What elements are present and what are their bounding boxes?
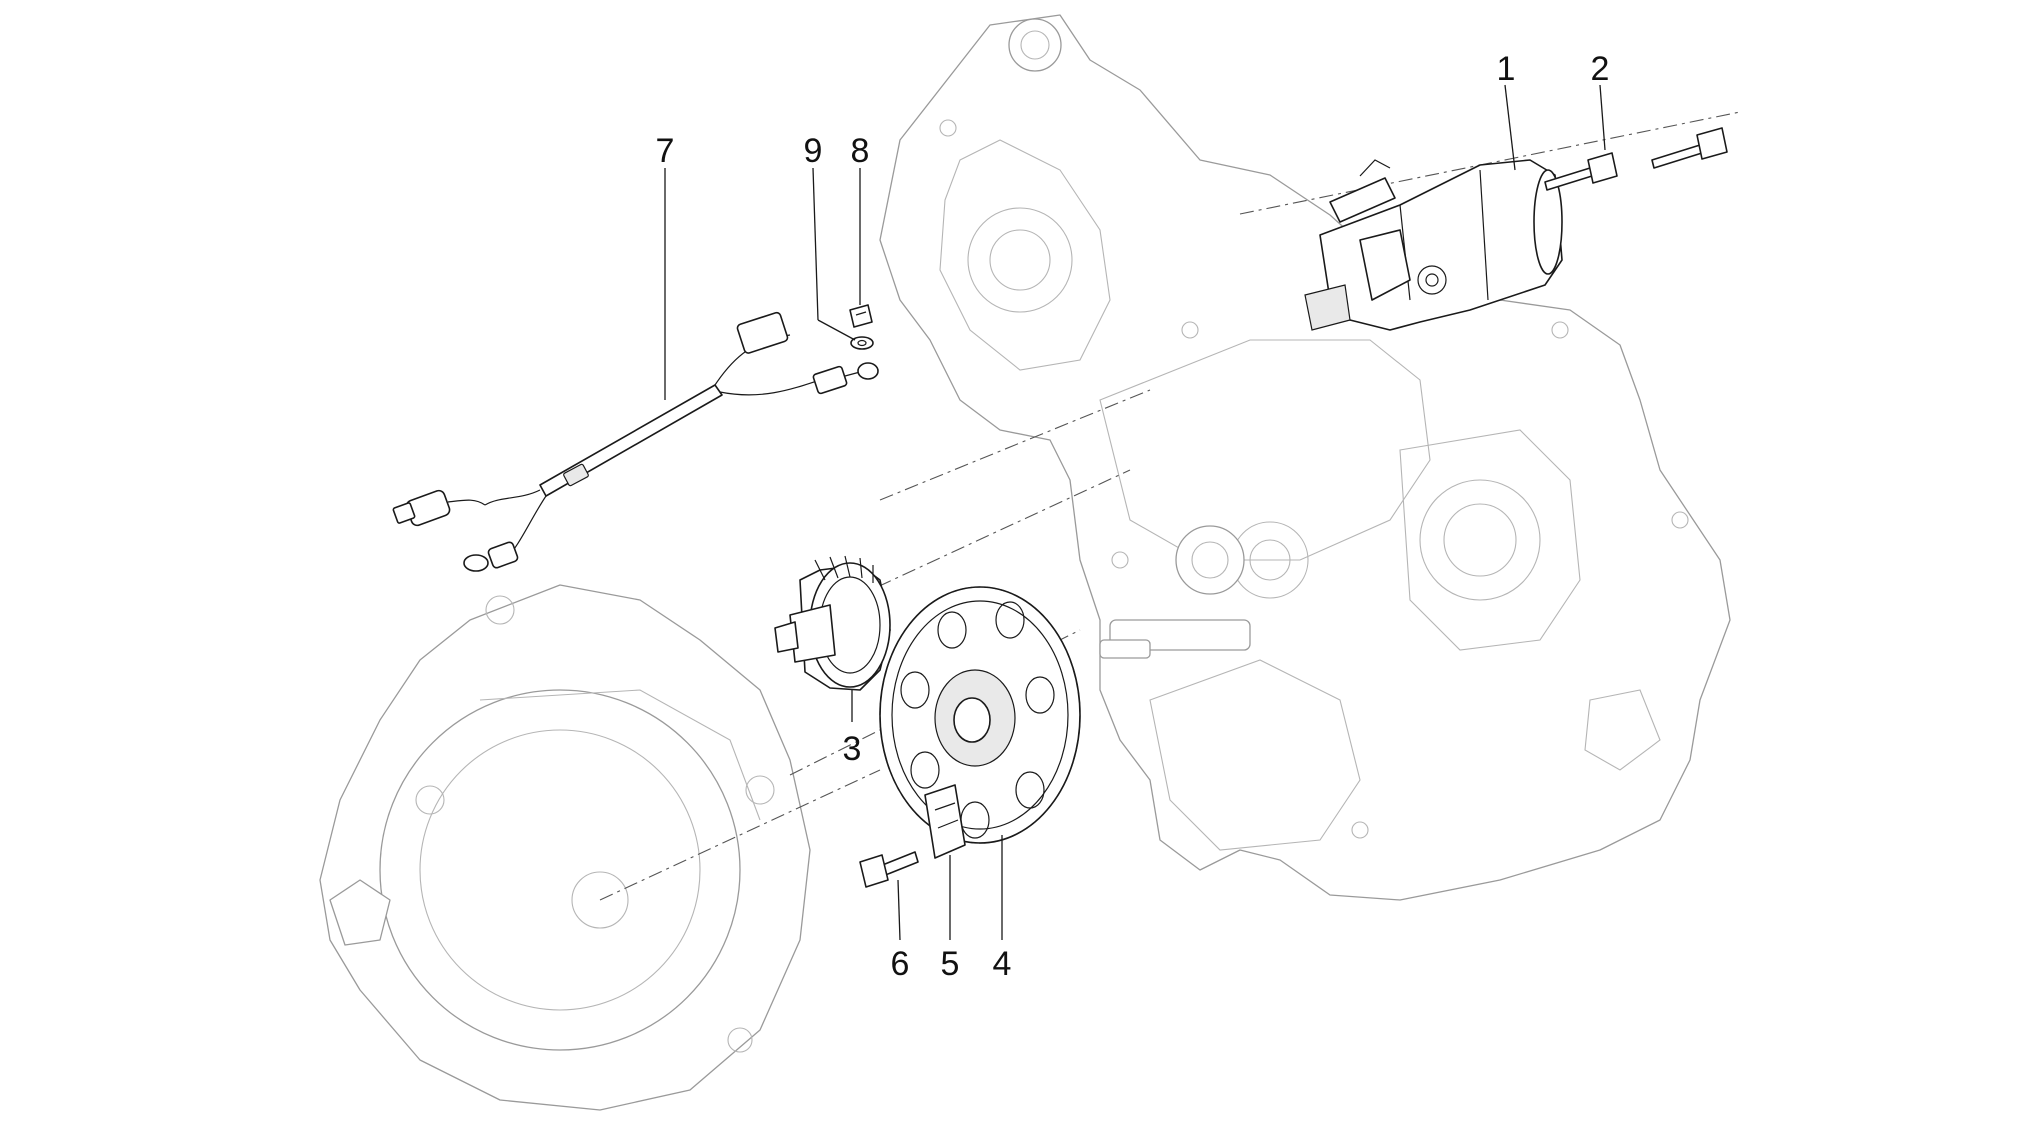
callout-1: 1: [1497, 50, 1516, 88]
generator-cover: [319, 584, 811, 1111]
callout-2: 2: [1591, 50, 1610, 88]
starter-motor: [1304, 159, 1563, 331]
callout-3: 3: [843, 730, 862, 768]
callout-4: 4: [993, 945, 1012, 983]
callout-5: 5: [941, 945, 960, 983]
hex-bolt: [859, 851, 919, 888]
callout-6: 6: [891, 945, 910, 983]
flywheel-gear: [879, 586, 1081, 844]
starter-idler-gear: [774, 555, 891, 691]
retaining-plate: [924, 784, 966, 859]
callout-7: 7: [656, 132, 675, 170]
callout-8: 8: [851, 132, 870, 170]
screw-and-washer: [849, 304, 874, 350]
leader-lines: [664, 84, 1606, 941]
callout-labels: 1 2 3 4 5 6 7 8 9: [656, 50, 1610, 983]
starter-bolts: [1544, 127, 1728, 191]
callout-9: 9: [804, 132, 823, 170]
crankcase-housing: [879, 14, 1731, 901]
wiring-harness: [392, 311, 879, 572]
